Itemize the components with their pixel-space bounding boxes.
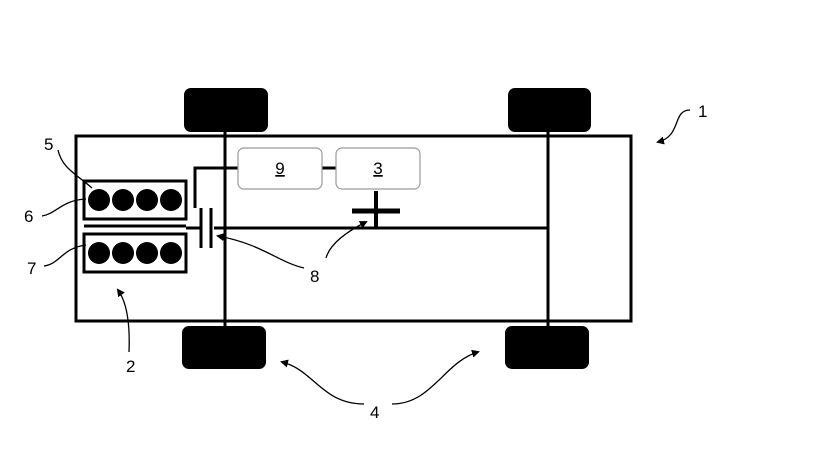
leader-7: [43, 244, 87, 267]
wheel-front-right: [182, 326, 266, 369]
leader-2: [116, 288, 130, 353]
label-7: 7: [27, 259, 36, 278]
wheel-front-left: [184, 88, 268, 132]
leader-8-clutch: [216, 233, 305, 269]
label-8: 8: [310, 267, 319, 286]
box-3: [335, 147, 421, 190]
cylinder: [88, 189, 110, 211]
label-4: 4: [370, 403, 379, 422]
cylinder: [112, 189, 134, 211]
cylinder: [160, 189, 182, 211]
label-2: 2: [126, 357, 135, 376]
label-6: 6: [24, 207, 33, 226]
label-5: 5: [44, 135, 53, 154]
cylinder: [136, 242, 158, 264]
leader-1: [656, 109, 691, 145]
leader-6: [41, 198, 87, 217]
box-9: [237, 147, 323, 190]
wheel-rear-left: [508, 88, 591, 132]
cylinder: [160, 242, 182, 264]
leader-4-right: [391, 349, 480, 405]
connection-line: [193, 166, 238, 208]
box-9-label: 9: [275, 159, 284, 178]
label-1: 1: [698, 102, 707, 121]
wheel-rear-right: [505, 326, 589, 369]
leader-5: [57, 149, 93, 189]
cylinder: [136, 189, 158, 211]
leader-4-left: [280, 359, 365, 405]
leader-8-motor: [325, 221, 368, 259]
box-3-label: 3: [373, 159, 382, 178]
cylinder: [112, 242, 134, 264]
cylinder: [88, 242, 110, 264]
